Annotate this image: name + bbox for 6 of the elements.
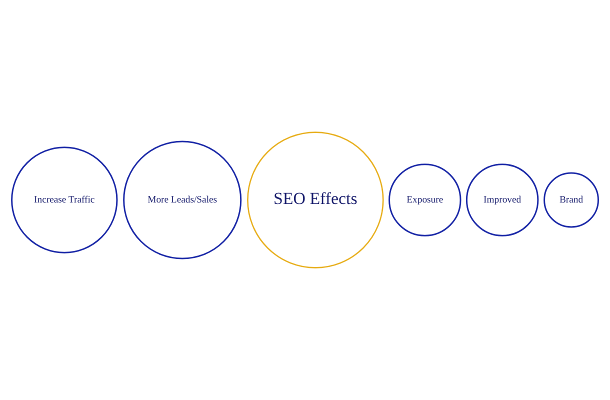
node-circle: Improved [466, 164, 539, 236]
node-circle: SEO Effects [247, 132, 384, 268]
node-circle: More Leads/Sales [123, 140, 242, 260]
node-circle: Brand [544, 172, 599, 228]
node-circle: Exposure [388, 164, 462, 236]
node-circle: Increase Traffic [11, 146, 118, 254]
